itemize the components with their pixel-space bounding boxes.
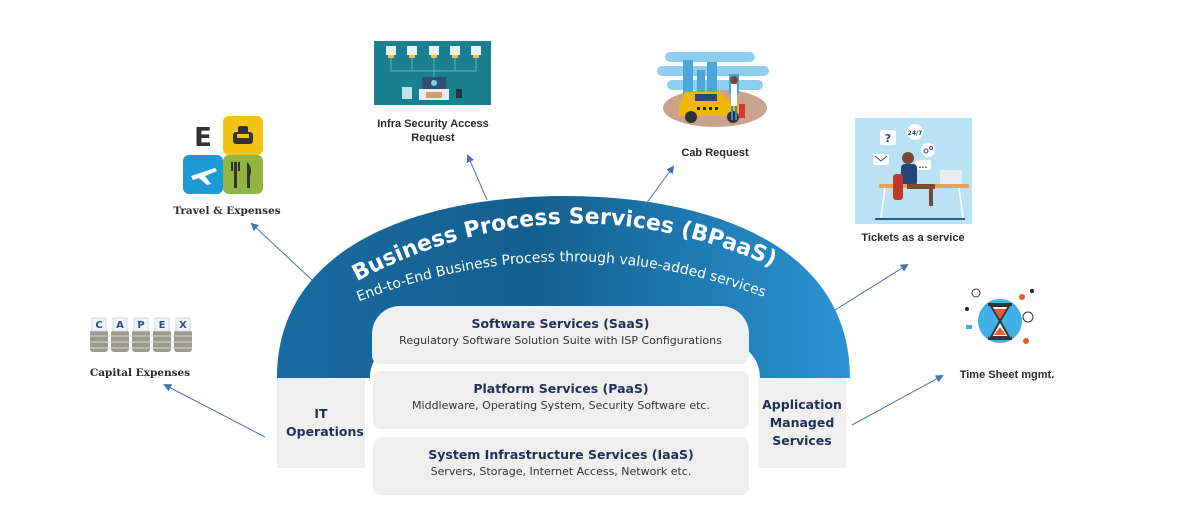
- service-cab-request-label: Cab Request: [681, 147, 749, 159]
- service-infra-security-label-line1: Infra Security Access: [377, 118, 489, 130]
- pillar-ams-label: Application Managed Services: [762, 397, 842, 448]
- pillar-it-operations-label: IT Operations: [286, 406, 364, 439]
- hourglass-icon: [965, 288, 1034, 344]
- layer-paas-title: Platform Services (PaaS): [473, 381, 649, 396]
- service-tickets-label: Tickets as a service: [861, 232, 965, 244]
- svg-text:X: X: [179, 320, 187, 331]
- svg-text:E: E: [159, 320, 166, 331]
- arrow-tickets: [834, 263, 909, 311]
- layer-saas: Software Services (SaaS) Regulatory Soft…: [372, 306, 749, 364]
- arrow-capital-expenses: [163, 384, 266, 438]
- svg-text:P: P: [137, 320, 144, 331]
- arrow-timesheet: [851, 375, 944, 426]
- service-cab-request: [657, 50, 772, 130]
- svg-text:E: E: [194, 123, 212, 153]
- pillar-application-managed-services: Application Managed Services: [758, 378, 846, 468]
- layer-saas-title: Software Services (SaaS): [471, 316, 650, 331]
- service-tickets: ? 24/7 ...: [855, 118, 972, 224]
- layer-iaas-title: System Infrastructure Services (IaaS): [428, 447, 694, 462]
- svg-text:?: ?: [885, 132, 891, 145]
- service-capital-expenses-label: Capital Expenses: [89, 367, 191, 379]
- layer-saas-subtitle: Regulatory Software Solution Suite with …: [399, 334, 722, 347]
- service-infra-security-label: Infra Security Access Request: [360, 117, 506, 145]
- svg-text:...: ...: [918, 161, 927, 170]
- arrow-travel-expenses: [250, 222, 313, 281]
- service-travel-expenses: E: [183, 116, 263, 194]
- layer-iaas: System Infrastructure Services (IaaS) Se…: [373, 437, 749, 495]
- service-infra-security-label-line2: Request: [411, 132, 455, 144]
- layer-iaas-subtitle: Servers, Storage, Internet Access, Netwo…: [430, 465, 692, 478]
- cab-icon: [657, 52, 769, 127]
- pillar-it-operations: IT Operations: [277, 378, 365, 468]
- service-travel-expenses-label: Travel & Expenses: [173, 205, 281, 217]
- service-timesheet: [962, 285, 1042, 355]
- layer-paas-subtitle: Middleware, Operating System, Security S…: [412, 399, 710, 412]
- layer-paas: Platform Services (PaaS) Middleware, Ope…: [373, 371, 749, 429]
- service-infra-security: [374, 41, 491, 105]
- svg-text:24/7: 24/7: [908, 130, 923, 137]
- infra-security-icon: [386, 46, 481, 100]
- arrow-infra-security: [466, 154, 488, 201]
- svg-text:A: A: [116, 320, 124, 331]
- arrow-cab-request: [642, 165, 675, 209]
- svg-text:C: C: [95, 320, 102, 331]
- travel-expenses-icon: E: [183, 116, 263, 194]
- service-timesheet-label: Time Sheet mgmt.: [959, 369, 1055, 381]
- helpdesk-icon: ? 24/7 ...: [873, 124, 969, 220]
